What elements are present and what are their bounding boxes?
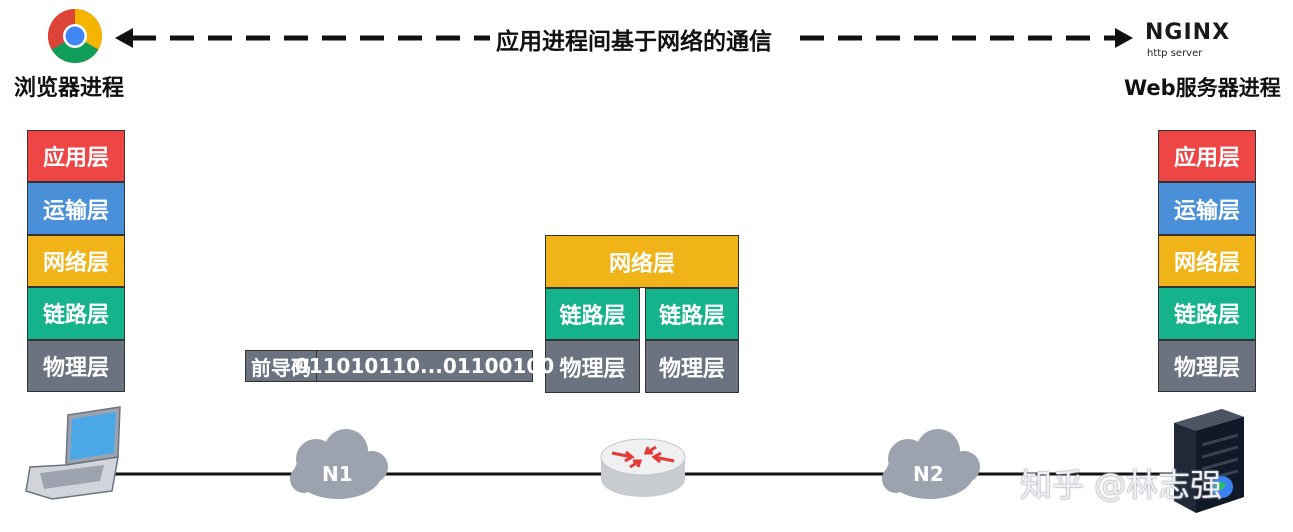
server-physical-layer: 物理层 [1158,339,1256,392]
browser-application-layer: 应用层 [27,130,125,183]
nginx-logo: NGINX http server [1145,14,1285,70]
nginx-logo-text: NGINX [1145,20,1231,45]
cloud-n2-label: N2 [913,462,944,486]
browser-network-layer: 网络层 [27,234,125,288]
laptop-icon [25,406,121,500]
router-physical-layer-right: 物理层 [645,340,739,393]
browser-link-layer: 链路层 [27,287,125,340]
server-process-label: Web服务器进程 [1124,76,1281,100]
browser-transport-layer: 运输层 [27,182,125,235]
server-transport-layer: 运输层 [1158,182,1256,235]
router-network-layer: 网络层 [545,235,739,288]
frame-bits: 011010110...01100100 [295,350,554,382]
server-application-layer: 应用层 [1158,130,1256,183]
communication-arrow [115,28,1133,48]
cloud-n2-icon [882,429,980,499]
server-link-layer: 链路层 [1158,287,1256,340]
nginx-logo-subtext: http server [1147,48,1203,59]
router-icon [600,438,686,497]
communication-label: 应用进程间基于网络的通信 [496,29,772,55]
router-link-layer-right: 链路层 [645,288,739,340]
chrome-icon [47,8,103,64]
watermark: 知乎 @林志强 [1020,466,1223,504]
browser-protocol-stack: 应用层 运输层 网络层 链路层 物理层 [27,130,125,392]
network-topology [25,406,1244,513]
browser-physical-layer: 物理层 [27,339,125,392]
server-icon [1174,409,1244,513]
frame-preamble: 前导码 [245,350,317,382]
router-physical-layer-left: 物理层 [545,340,640,393]
cloud-n1-icon [290,429,388,499]
cloud-n1-label: N1 [322,462,353,486]
router-link-layer-left: 链路层 [545,288,640,340]
server-network-layer: 网络层 [1158,234,1256,288]
server-protocol-stack: 应用层 运输层 网络层 链路层 物理层 [1158,130,1256,392]
browser-process-label: 浏览器进程 [14,76,125,101]
